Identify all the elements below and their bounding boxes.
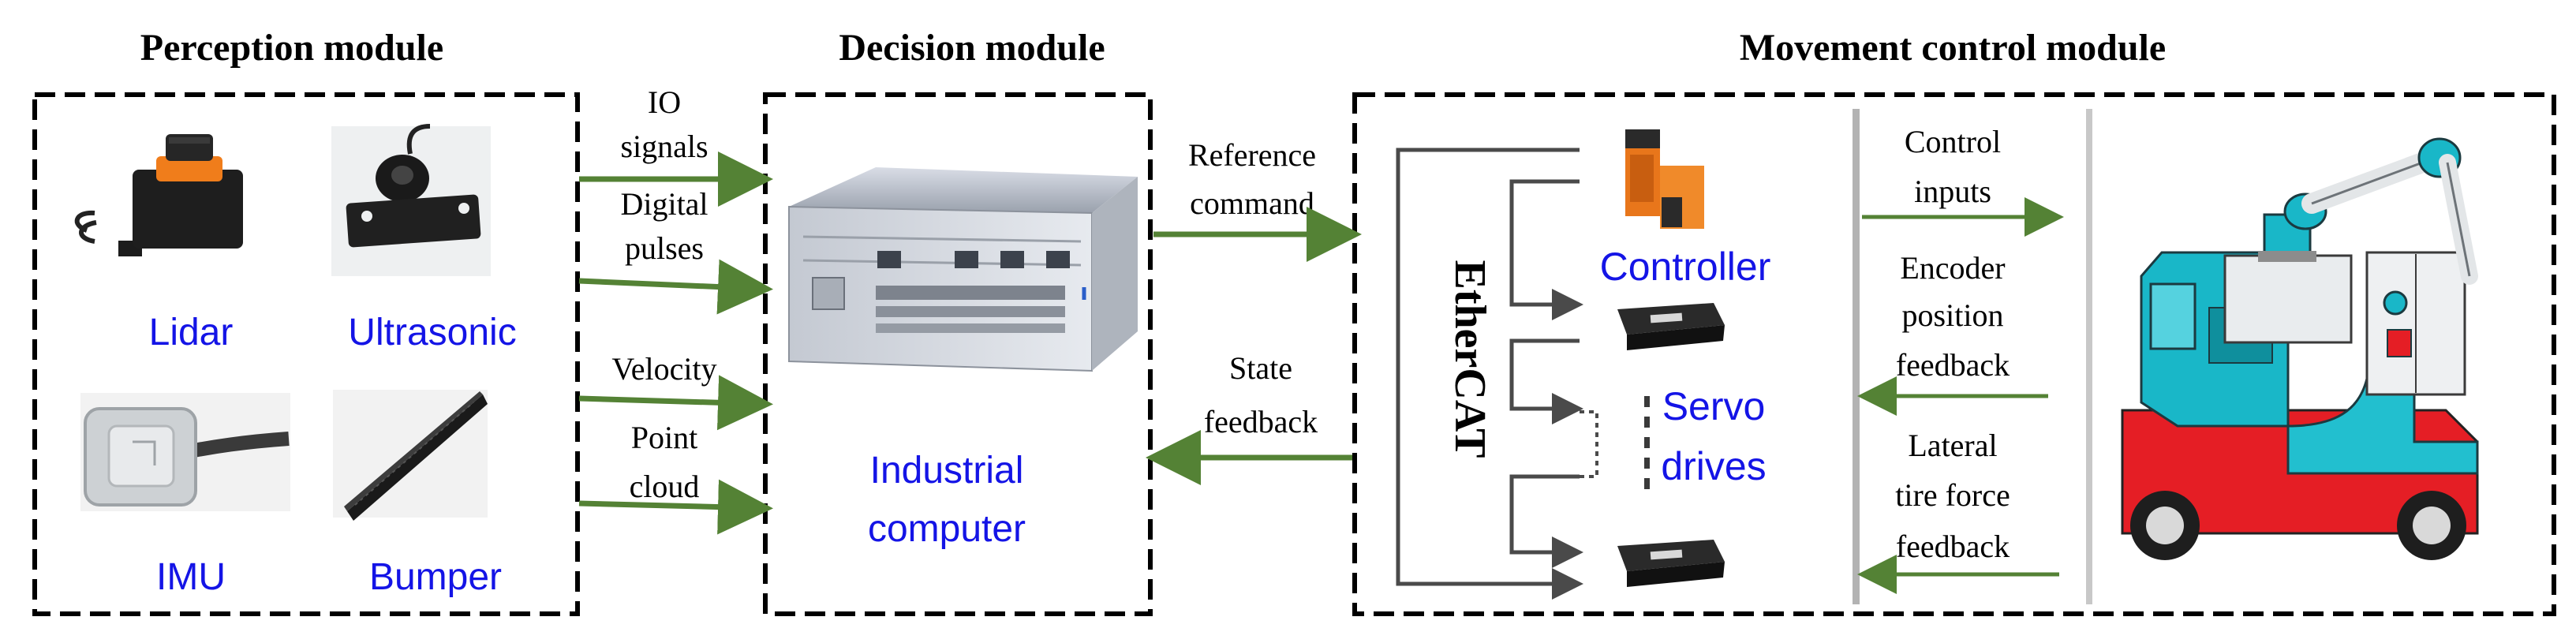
encoder-feedback-label-line2: position bbox=[1902, 297, 2004, 333]
io-signals-label-line1: IO bbox=[648, 84, 681, 120]
servo-drive-ellipsis bbox=[1644, 396, 1650, 489]
encoder-feedback-label-line1: Encoder bbox=[1900, 250, 2005, 286]
servo-drives-label-line2: drives bbox=[1661, 444, 1766, 488]
perception-module-title: Perception module bbox=[140, 27, 443, 69]
perception-module-frame bbox=[32, 92, 580, 616]
movement-control-module-title: Movement control module bbox=[1740, 27, 2166, 69]
bumper-label: Bumper bbox=[369, 556, 502, 598]
decision-module-title: Decision module bbox=[839, 27, 1105, 69]
ultrasonic-image bbox=[331, 124, 491, 276]
imu-image bbox=[80, 393, 290, 511]
digital-pulses-arrow bbox=[578, 259, 773, 315]
digital-pulses-label-line2: pulses bbox=[625, 230, 704, 266]
movement-divider bbox=[1853, 109, 1860, 604]
reference-command-connector: Reference command bbox=[1153, 137, 1362, 262]
lidar-label: Lidar bbox=[149, 312, 234, 353]
industrial-computer-label-line2: computer bbox=[868, 508, 1026, 550]
servo-drive-image-bottom bbox=[1617, 540, 1725, 587]
control-inputs-label-line2: inputs bbox=[1914, 174, 1991, 209]
bumper-image bbox=[333, 390, 488, 521]
decision-module-frame bbox=[763, 92, 1153, 616]
servo-drive-image-top bbox=[1617, 303, 1725, 350]
industrial-computer-label-line1: Industrial bbox=[870, 450, 1024, 492]
velocity-arrow bbox=[578, 375, 773, 431]
imu-label: IMU bbox=[156, 556, 226, 598]
ethercat-label: EtherCAT bbox=[1445, 260, 1494, 458]
velocity-connector: Velocity bbox=[578, 351, 773, 431]
control-inputs-label-line1: Control bbox=[1905, 124, 2001, 159]
tire-force-feedback-label-line2: tire force bbox=[1895, 477, 2010, 513]
point-cloud-label-line2: cloud bbox=[630, 469, 700, 504]
digital-pulses-label-line1: Digital bbox=[620, 186, 708, 222]
lidar-image bbox=[74, 134, 243, 256]
mobile-manipulator-image bbox=[2086, 109, 2479, 604]
state-feedback-label-line1: State bbox=[1229, 350, 1292, 386]
point-cloud-label-line1: Point bbox=[631, 420, 697, 455]
encoder-feedback-connector: Encoder position feedback bbox=[1857, 250, 2048, 416]
velocity-label: Velocity bbox=[611, 351, 716, 387]
ultrasonic-label: Ultrasonic bbox=[348, 312, 516, 353]
controller-image bbox=[1625, 129, 1704, 229]
servo-drives-label-line1: Servo bbox=[1662, 384, 1766, 428]
state-feedback-label-line2: feedback bbox=[1204, 404, 1318, 439]
tire-force-feedback-connector: Lateral tire force feedback bbox=[1857, 428, 2059, 594]
state-feedback-connector: State feedback bbox=[1146, 350, 1352, 485]
controller-label: Controller bbox=[1600, 245, 1771, 289]
industrial-computer-image bbox=[788, 167, 1138, 372]
reference-command-label-line1: Reference bbox=[1188, 137, 1316, 173]
point-cloud-connector: Point cloud bbox=[578, 420, 773, 535]
movement-control-module-frame bbox=[1352, 92, 2556, 616]
io-signals-label-line2: signals bbox=[620, 129, 708, 164]
encoder-feedback-label-line3: feedback bbox=[1896, 347, 2010, 383]
point-cloud-arrow bbox=[578, 479, 773, 535]
tire-force-feedback-label-line1: Lateral bbox=[1908, 428, 1997, 463]
digital-pulses-connector: Digital pulses bbox=[578, 186, 773, 315]
ethercat-network bbox=[1396, 148, 1598, 600]
reference-command-label-line2: command bbox=[1190, 185, 1314, 221]
io-signals-connector: IO signals bbox=[579, 84, 773, 207]
control-inputs-connector: Control inputs bbox=[1862, 124, 2064, 237]
tire-force-feedback-label-line3: feedback bbox=[1896, 529, 2010, 564]
